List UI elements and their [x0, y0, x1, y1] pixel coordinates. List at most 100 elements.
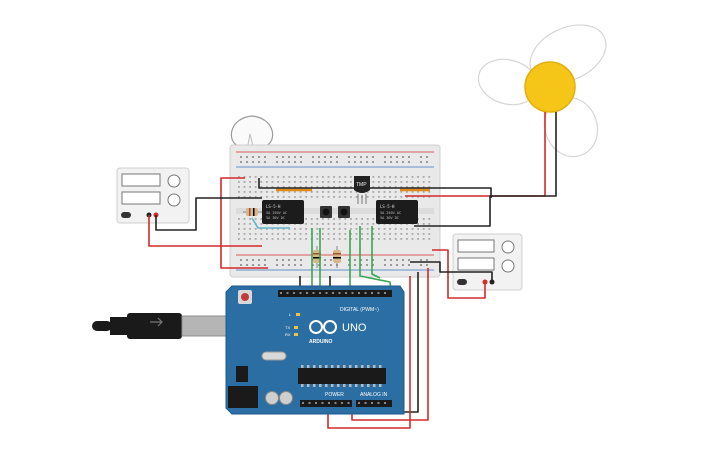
rail-hole — [282, 161, 284, 163]
power-supply-left-switch[interactable] — [121, 212, 131, 218]
digital-header — [278, 290, 392, 297]
capacitor-2 — [279, 391, 293, 405]
strip-hole — [294, 181, 296, 183]
strip-hole — [266, 186, 268, 188]
strip-hole — [372, 238, 375, 240]
strip-hole — [266, 181, 268, 183]
push-button-2-cap — [340, 208, 348, 216]
strip-hole — [394, 176, 397, 178]
relay-left-line1: LS-5-H — [266, 204, 281, 209]
rail-hole — [258, 161, 260, 163]
strip-hole — [249, 238, 251, 240]
chip-pin-top — [355, 365, 358, 368]
breadboard[interactable] — [229, 144, 441, 278]
wire-psu-right-red — [432, 249, 486, 299]
power-pin — [321, 402, 324, 404]
strip-hole — [389, 228, 391, 230]
strip-hole — [428, 181, 431, 183]
relay-right-line3: 5A 30V DC — [380, 216, 399, 220]
power-supply-right-switch[interactable] — [457, 279, 467, 285]
strip-hole — [394, 191, 397, 193]
arduino-brand: ARDUINO — [309, 339, 332, 345]
digital-pin — [319, 292, 321, 294]
strip-hole — [394, 233, 397, 235]
strip-hole — [338, 191, 341, 193]
push-button-2[interactable] — [338, 206, 350, 218]
reset-button-cap[interactable] — [241, 293, 249, 301]
strip-hole — [327, 186, 330, 188]
strip-hole — [333, 176, 335, 178]
rail-hole — [312, 156, 314, 158]
rail-hole — [252, 156, 254, 158]
arduino-uno[interactable]: DIGITAL (PWM~) POWER ANALOG IN ARDUINO U… — [225, 285, 405, 415]
wire-green-5 — [371, 226, 381, 279]
digital-pin — [280, 292, 282, 294]
strip-hole — [422, 176, 425, 178]
strip-hole — [333, 223, 335, 225]
strip-hole — [383, 181, 386, 183]
rail-hole — [372, 259, 374, 261]
strip-hole — [333, 186, 335, 188]
chip-pin-top — [313, 365, 316, 368]
relay-left[interactable]: LS-5-H 5A 250V AC 5A 30V DC — [262, 200, 304, 224]
fan-hub — [524, 61, 576, 113]
power-supply-left-knob1[interactable] — [167, 174, 181, 188]
rail-hole — [366, 156, 368, 158]
rail-hole — [324, 259, 326, 261]
strip-hole — [322, 181, 324, 183]
chip-pin-top — [307, 365, 310, 368]
strip-hole — [249, 223, 251, 225]
chip-pin-bottom — [361, 384, 364, 387]
strip-hole — [322, 233, 324, 235]
strip-hole — [355, 223, 358, 225]
resistor-1[interactable] — [243, 208, 262, 216]
analog-pin — [377, 402, 380, 404]
strip-hole — [361, 218, 363, 220]
power-supply-right-knob1[interactable] — [501, 240, 515, 254]
strip-hole — [344, 228, 347, 230]
fan[interactable] — [473, 14, 615, 165]
rail-hole — [384, 161, 386, 163]
rail-hole — [330, 259, 332, 261]
strip-hole — [254, 228, 257, 230]
header-pins — [280, 292, 386, 404]
strip-hole — [266, 176, 268, 178]
strip-hole — [249, 218, 251, 220]
strip-hole — [400, 176, 403, 178]
strip-hole — [400, 238, 403, 240]
strip-hole — [277, 191, 279, 193]
strip-hole — [344, 233, 347, 235]
strip-hole — [299, 176, 302, 178]
power-supply-right-display2 — [457, 257, 495, 271]
strip-hole — [277, 181, 279, 183]
power-supply-right[interactable] — [452, 233, 523, 291]
dc-power-jack[interactable] — [228, 386, 258, 408]
strip-hole — [260, 238, 263, 240]
power-supply-left-knob2[interactable] — [167, 193, 181, 207]
push-button-1[interactable] — [320, 206, 332, 218]
power-label: POWER — [325, 392, 344, 398]
strip-hole — [338, 176, 341, 178]
strip-hole — [254, 196, 257, 198]
strip-hole — [417, 196, 419, 198]
strip-hole — [350, 176, 352, 178]
strip-hole — [238, 191, 240, 193]
resistor-3[interactable] — [333, 246, 341, 268]
strip-hole — [400, 186, 403, 188]
strip-hole — [366, 191, 369, 193]
strip-hole — [288, 186, 291, 188]
rail-hole — [282, 156, 284, 158]
rail-hole — [288, 264, 290, 266]
relay-right[interactable]: LS-5-H 5A 250V AC 5A 30V DC — [376, 200, 418, 224]
strip-hole — [316, 233, 319, 235]
rail-hole — [294, 264, 296, 266]
strip-hole — [238, 181, 240, 183]
rail-hole — [420, 259, 422, 261]
power-pin — [334, 402, 337, 404]
rail-hole — [312, 264, 314, 266]
power-supply-right-knob2[interactable] — [501, 259, 515, 273]
power-pin — [315, 402, 317, 404]
resistor-2[interactable] — [313, 246, 321, 268]
strip-hole — [327, 181, 330, 183]
power-supply-left[interactable] — [116, 167, 190, 224]
